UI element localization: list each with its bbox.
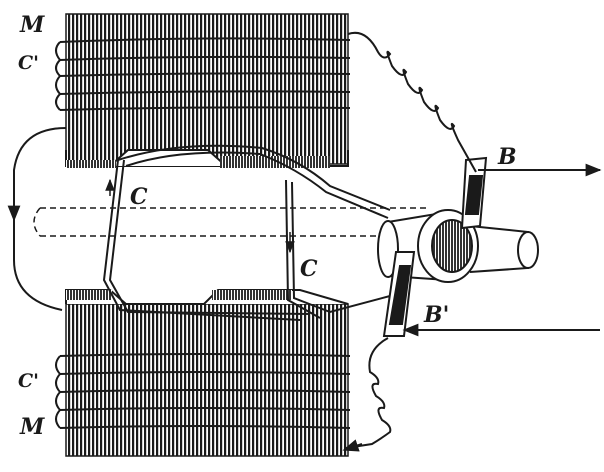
connecting-wire	[13, 127, 67, 311]
bottom-magnet	[65, 289, 349, 457]
helix-wire-bottom	[345, 337, 392, 449]
label-conductor-center: C	[300, 256, 318, 282]
label-conductor-left: C	[130, 184, 148, 210]
label-brush-top: B	[498, 144, 517, 170]
helix-wire-top	[347, 31, 477, 173]
label-coil-bottom: C'	[18, 370, 39, 392]
commutator	[377, 209, 479, 283]
armature-shaft	[33, 207, 430, 237]
bottom-coil-windings	[55, 353, 351, 429]
label-magnet-top: M	[20, 12, 45, 38]
helix-wire-bottom-arrow	[342, 439, 363, 452]
brush-top	[460, 156, 488, 230]
top-coil-windings	[55, 37, 351, 111]
label-magnet-bottom: M	[20, 414, 45, 440]
label-brush-bottom: B'	[424, 302, 450, 328]
label-coil-top: C'	[18, 52, 39, 74]
shaft-end	[469, 225, 539, 273]
